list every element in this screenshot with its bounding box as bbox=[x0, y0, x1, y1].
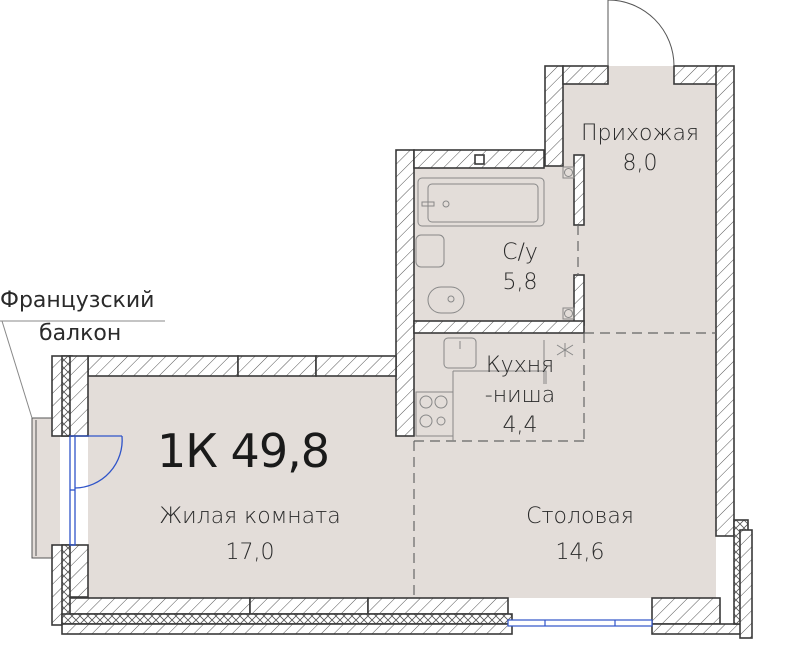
stove bbox=[415, 391, 454, 437]
room-area: 4,4 bbox=[502, 413, 538, 438]
room-name: Столовая bbox=[526, 504, 634, 529]
room-label-living-room: Жилая комната 17,0 bbox=[130, 506, 370, 564]
room-name-2: -ниша bbox=[484, 383, 556, 408]
apartment-total-label: 1К 49,8 bbox=[157, 424, 330, 478]
balcony-rail bbox=[31, 417, 52, 559]
living-room-floor bbox=[88, 376, 416, 598]
balcony-door bbox=[69, 435, 123, 546]
bathroom-fixtures bbox=[415, 166, 575, 320]
room-area: 5,8 bbox=[502, 270, 538, 295]
window bbox=[507, 619, 653, 627]
walls bbox=[51, 65, 753, 639]
dining-room-floor bbox=[414, 333, 716, 598]
vent-icon bbox=[556, 343, 574, 357]
hallway-floor bbox=[563, 66, 716, 336]
kitchen-fixtures bbox=[415, 337, 574, 441]
zone-dividers bbox=[413, 225, 716, 598]
room-label-dining-room: Столовая 14,6 bbox=[500, 506, 660, 564]
french-balcony-floor bbox=[32, 418, 60, 558]
room-area: 17,0 bbox=[225, 540, 275, 565]
room-name: Жилая комната bbox=[159, 504, 341, 529]
callout-line-2: балкон bbox=[39, 321, 122, 346]
toilet-seat bbox=[427, 286, 465, 314]
bathtub bbox=[417, 177, 545, 227]
room-area: 14,6 bbox=[555, 540, 605, 565]
room-label-hallway: Прихожая 8,0 bbox=[560, 123, 720, 175]
french-balcony-callout: Французский bbox=[0, 290, 154, 312]
room-name: С/у bbox=[502, 240, 538, 265]
french-balcony-callout-2: балкон bbox=[39, 323, 121, 345]
kitchen-sink bbox=[443, 337, 477, 369]
room-name: Кухня bbox=[485, 353, 555, 378]
room-label-bathroom: С/у 5,8 bbox=[480, 242, 560, 294]
callout-line-1: Французский bbox=[0, 288, 155, 313]
entrance-door bbox=[607, 0, 675, 67]
callout-leader bbox=[0, 320, 165, 419]
floor-areas bbox=[32, 66, 716, 598]
room-label-kitchen-niche: Кухня -ниша 4,4 bbox=[470, 355, 570, 437]
sink bbox=[415, 234, 445, 268]
room-area: 8,0 bbox=[622, 151, 658, 176]
bathroom-floor bbox=[414, 166, 574, 321]
room-name: Прихожая bbox=[581, 121, 699, 146]
